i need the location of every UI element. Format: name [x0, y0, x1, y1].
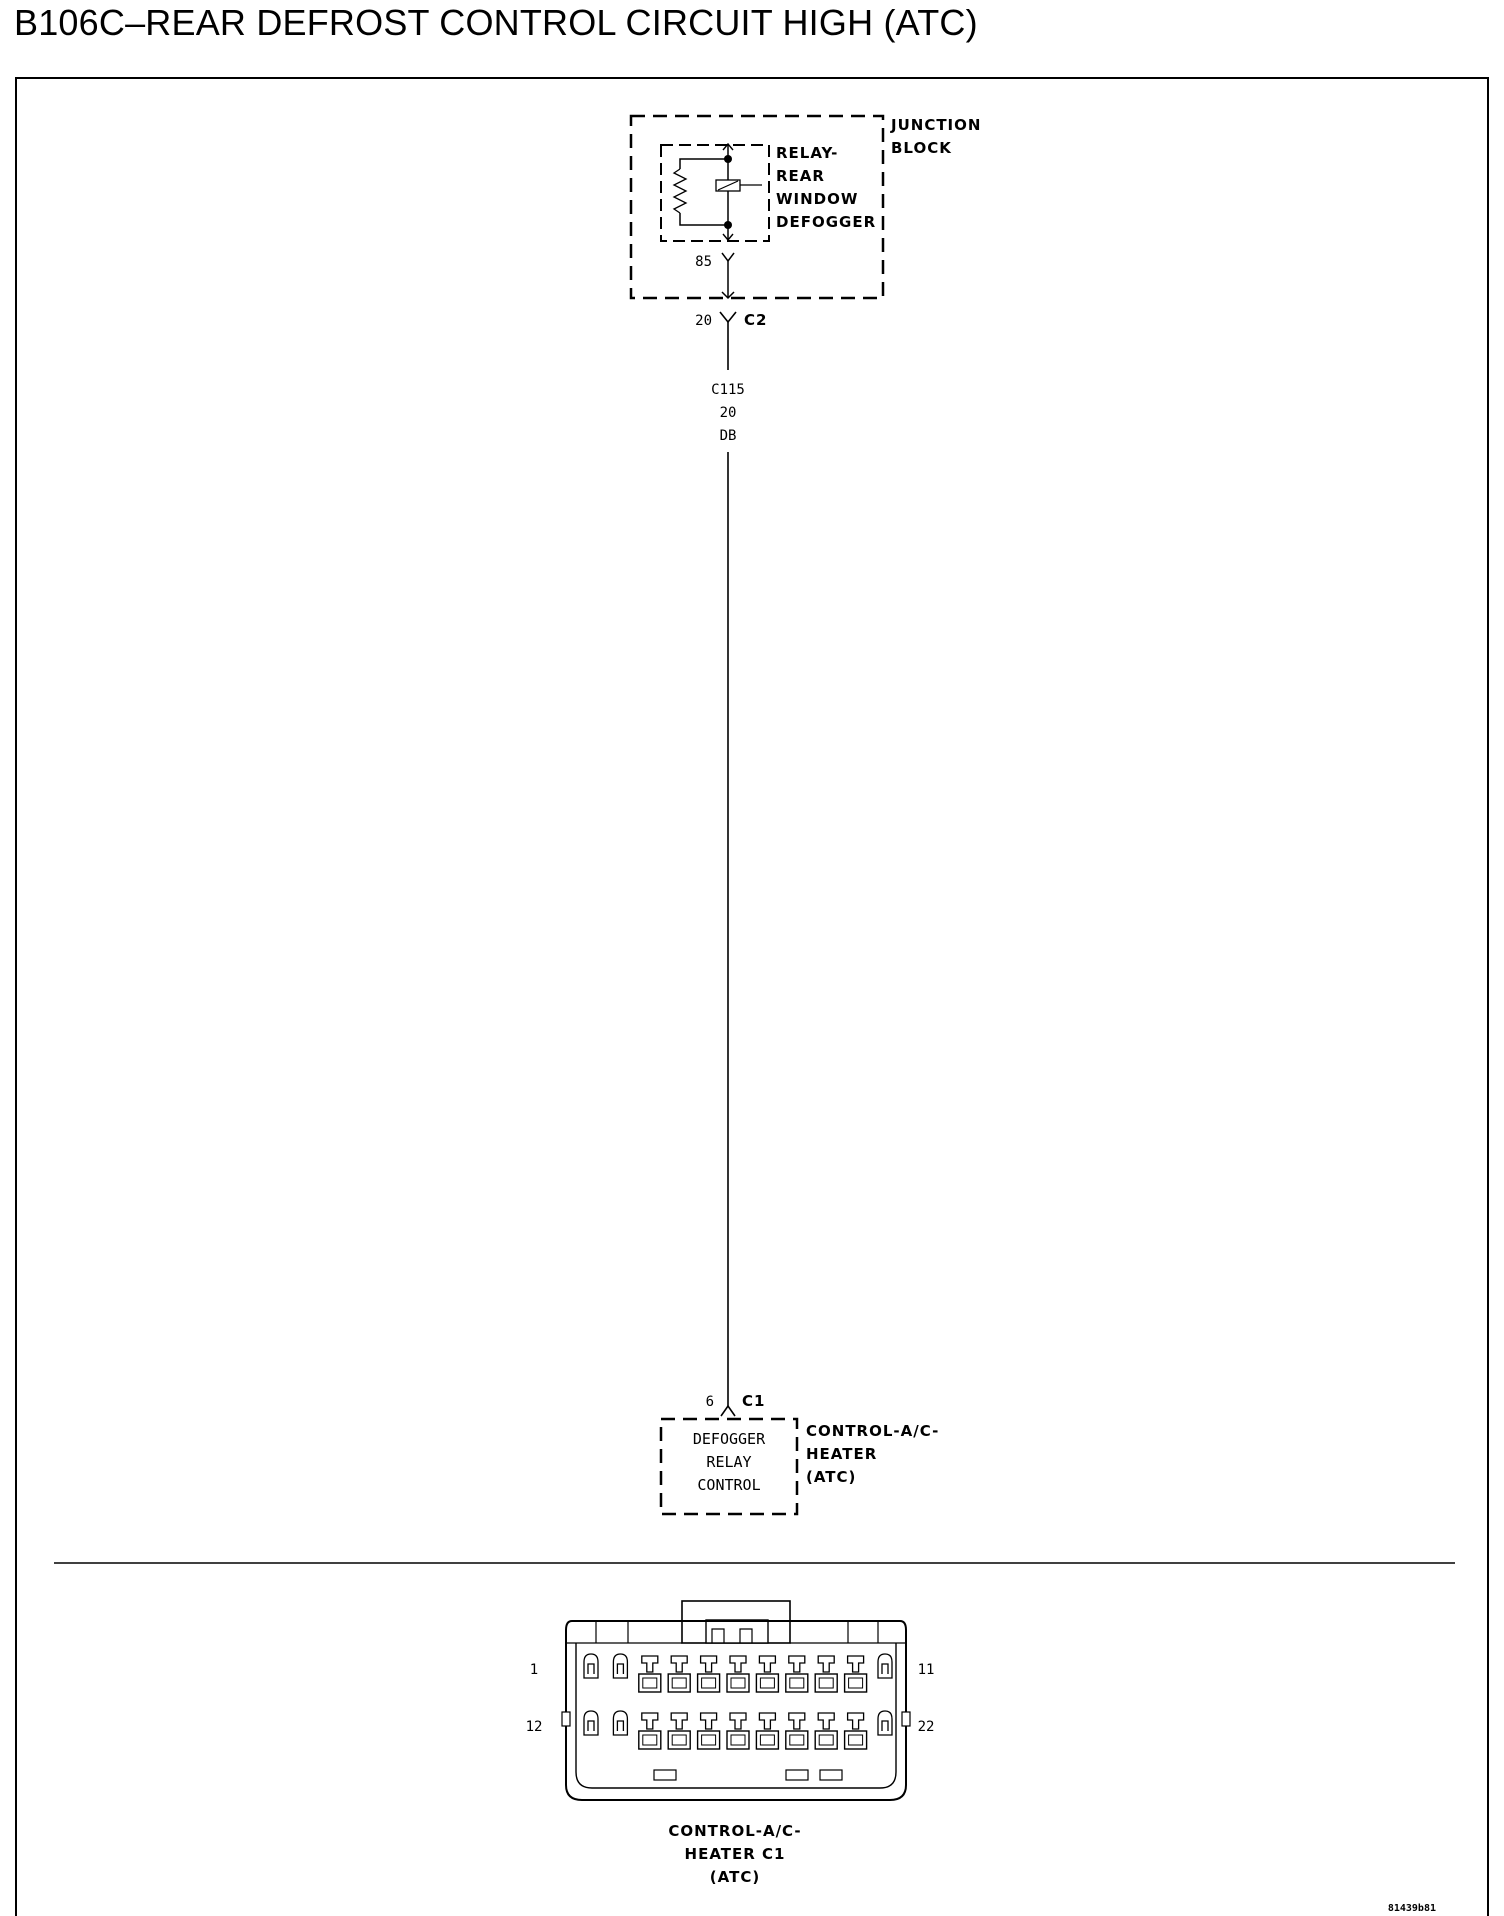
junction-block-label-1: JUNCTION	[890, 116, 981, 134]
pin-label-12: 12	[526, 1719, 543, 1735]
cavity-pin-7	[758, 1655, 777, 1673]
relay-coil-icon	[672, 168, 688, 214]
relay-rear-window-defogger: RELAY- REAR WINDOW DEFOGGER	[660, 142, 876, 242]
cavity-pin-1	[583, 1653, 599, 1679]
connector-c1-pin-6: 6 C1	[706, 1392, 765, 1417]
relay-label-1: RELAY-	[776, 144, 838, 162]
c1-connector-id: C1	[742, 1392, 765, 1410]
relay-pin-number: 85	[695, 254, 712, 270]
cavity-lower-inner-19	[789, 1734, 805, 1746]
wire-color-label: DB	[720, 428, 737, 444]
cavity-pin-14	[641, 1712, 659, 1730]
cavity-lower-7	[755, 1673, 780, 1693]
pin-label-1: 1	[530, 1662, 538, 1678]
cavity-pin-9	[817, 1655, 835, 1673]
control-module-outline	[659, 1417, 799, 1516]
cavity-lower-16	[696, 1730, 721, 1750]
cavity-lower-inner-10	[848, 1677, 864, 1689]
cavity-lower-17	[726, 1730, 750, 1750]
module-label-3: (ATC)	[806, 1468, 856, 1486]
cavity-lower-inner-5	[701, 1677, 717, 1689]
junction-block-outline	[629, 114, 885, 300]
cavity-pin-20	[817, 1712, 835, 1730]
junction-block-label-2: BLOCK	[891, 139, 952, 157]
cavity-pin-22	[877, 1710, 893, 1736]
relay-label-3: WINDOW	[776, 190, 858, 208]
cavity-lower-inner-20	[818, 1734, 834, 1746]
cavity-lower-inner-7	[759, 1677, 775, 1689]
cavity-lower-18	[755, 1730, 780, 1750]
wire-c115: C115 20 DB	[711, 322, 745, 1406]
cavity-pin-6	[729, 1655, 747, 1673]
cavity-pin-10	[846, 1655, 865, 1673]
cavity-pin-5	[699, 1655, 718, 1673]
cavity-lower-inner-17	[730, 1734, 746, 1746]
cavity-pin-21	[846, 1712, 865, 1730]
function-label-1: DEFOGGER	[693, 1430, 766, 1448]
cavity-lower-5	[696, 1673, 721, 1693]
control-ac-heater-module: DEFOGGER RELAY CONTROL CONTROL-A/C- HEAT…	[659, 1417, 939, 1516]
connector-caption-3: (ATC)	[710, 1868, 760, 1886]
cavity-lower-9	[814, 1673, 838, 1693]
connector-housing	[565, 1620, 907, 1801]
cavity-lower-14	[638, 1730, 662, 1750]
cavity-lower-21	[843, 1730, 868, 1750]
cavity-lower-4	[667, 1673, 691, 1693]
cavity-pin-8	[788, 1655, 806, 1673]
wire-circuit-label: C115	[711, 382, 745, 398]
function-label-3: CONTROL	[697, 1476, 760, 1494]
cavity-pin-11	[877, 1653, 893, 1679]
connector-c2: 20 C2	[695, 311, 767, 329]
cavity-lower-inner-14	[642, 1734, 658, 1746]
cavity-lower-20	[814, 1730, 838, 1750]
relay-label-2: REAR	[776, 167, 825, 185]
relay-label-4: DEFOGGER	[776, 213, 876, 231]
cavity-pin-4	[670, 1655, 688, 1673]
c1-pin-number: 6	[706, 1394, 714, 1410]
pin-label-22: 22	[918, 1719, 935, 1735]
connector-caption-2: HEATER C1	[685, 1845, 786, 1863]
cavity-lower-inner-4	[671, 1677, 687, 1689]
cavity-lower-inner-18	[759, 1734, 775, 1746]
cavity-lower-8	[785, 1673, 809, 1693]
cavity-pin-18	[758, 1712, 777, 1730]
connector-face-view: 1 11 12 22 CONTROL-A/C- HEATER C1 (ATC)	[526, 1600, 935, 1886]
cavity-pin-16	[699, 1712, 718, 1730]
module-label-2: HEATER	[806, 1445, 877, 1463]
cavity-pin-2	[612, 1653, 629, 1679]
c2-connector-id: C2	[744, 311, 767, 329]
cavity-lower-inner-8	[789, 1677, 805, 1689]
connector-cavities	[583, 1653, 893, 1750]
function-label-2: RELAY	[706, 1453, 751, 1471]
cavity-lower-inner-15	[671, 1734, 687, 1746]
cavity-pin-3	[641, 1655, 659, 1673]
diagram-frame	[15, 77, 1489, 1916]
cavity-pin-12	[583, 1710, 599, 1736]
pin-label-11: 11	[918, 1662, 935, 1678]
cavity-lower-inner-9	[818, 1677, 834, 1689]
page-title: B106C–REAR DEFROST CONTROL CIRCUIT HIGH …	[14, 2, 978, 43]
cavity-lower-inner-3	[642, 1677, 658, 1689]
c2-pin-number: 20	[695, 313, 712, 329]
cavity-lower-3	[638, 1673, 662, 1693]
relay-pin-85: 85	[695, 252, 735, 300]
cavity-lower-6	[726, 1673, 750, 1693]
cavity-pin-15	[670, 1712, 688, 1730]
module-label-1: CONTROL-A/C-	[806, 1422, 939, 1440]
cavity-pin-13	[612, 1710, 629, 1736]
junction-block: JUNCTION BLOCK RELAY- REAR WINDOW DEFOGG…	[629, 114, 981, 300]
cavity-lower-19	[785, 1730, 809, 1750]
connector-caption-1: CONTROL-A/C-	[668, 1822, 801, 1840]
figure-id: 81439b81	[1388, 1903, 1436, 1914]
wire-gauge-label: 20	[720, 405, 737, 421]
cavity-lower-10	[843, 1673, 868, 1693]
cavity-lower-inner-16	[701, 1734, 717, 1746]
cavity-lower-inner-6	[730, 1677, 746, 1689]
cavity-lower-15	[667, 1730, 691, 1750]
relay-outline	[660, 144, 770, 242]
cavity-pin-17	[729, 1712, 747, 1730]
cavity-pin-19	[788, 1712, 806, 1730]
cavity-lower-inner-21	[848, 1734, 864, 1746]
